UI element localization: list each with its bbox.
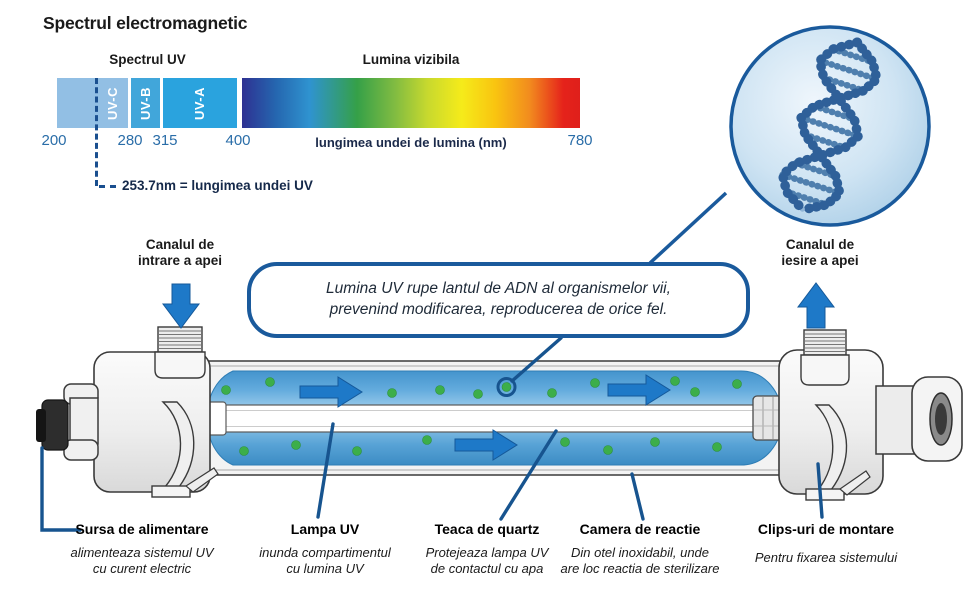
- mounting-clip-left: [151, 401, 219, 498]
- spectrum-segment-far-uv: [57, 78, 97, 128]
- outlet-port: [800, 329, 850, 386]
- part-desc: alimenteaza sistemul UV: [70, 545, 214, 560]
- uva-band-label: UV-A: [192, 86, 208, 120]
- flow-arrow-icon: [607, 374, 671, 406]
- part-desc: are loc reactia de sterilizare: [560, 560, 720, 576]
- inlet-label-line-2: intrare a apei: [137, 253, 223, 269]
- inlet-label-line-1: Canalul de: [145, 237, 215, 252]
- part-name: Clips-uri de montare: [757, 521, 895, 537]
- outlet-arrow-icon: [797, 282, 835, 329]
- part-label-mounting-clips: Clips-uri de montare Pentru fixarea sist…: [736, 521, 916, 566]
- uvc-band-label: UV-C: [105, 86, 120, 120]
- tick-315: 315: [152, 132, 178, 149]
- organism-highlight-ring: [496, 377, 517, 397]
- part-desc: inunda compartimentul: [259, 545, 391, 560]
- part-label-quartz-sleeve: Teaca de quartz Protejeaza lampa UV de c…: [402, 521, 572, 577]
- part-label-uv-lamp: Lampa UV inunda compartimentul cu lumina…: [240, 521, 410, 577]
- outlet-label: Canalul de iesire a apei: [764, 237, 876, 269]
- outlet-label-line-2: iesire a apei: [781, 253, 859, 269]
- part-desc: cu lumina UV: [286, 560, 364, 576]
- uv-wavelength-note: 253.7nm = lungimea undei UV: [122, 178, 313, 193]
- callout-line-2: prevenind modificarea, reproducerea de o…: [329, 301, 668, 318]
- uvb-band-label: UV-B: [138, 86, 153, 120]
- dna-callout-connector-line: [648, 191, 728, 265]
- callout-line-1: Lumina UV rupe lantul de ADN al organism…: [326, 280, 671, 298]
- tick-780: 780: [567, 132, 593, 149]
- uv-dna-callout-bubble: Lumina UV rupe lantul de ADN al organism…: [247, 262, 750, 338]
- power-leader-line: [40, 446, 82, 532]
- spectrum-segment-uva: UV-A: [163, 78, 237, 128]
- part-name: Camera de reactie: [579, 521, 701, 537]
- inlet-arrow-icon: [162, 283, 200, 329]
- inlet-label: Canalul de intrare a apei: [126, 237, 234, 269]
- uv-wavelength-dashed-line: [95, 78, 98, 186]
- dna-magnifier-illustration: [729, 25, 931, 227]
- wavelength-axis-label: lungimea undei de lumina (nm): [315, 135, 507, 150]
- part-name: Lampa UV: [290, 521, 360, 537]
- part-desc: Protejeaza lampa UV: [425, 545, 549, 560]
- part-label-power-supply: Sursa de alimentare alimenteaza sistemul…: [57, 521, 227, 577]
- ridged-collar: [63, 383, 99, 461]
- uv-wavelength-dash-elbow: [99, 185, 116, 188]
- flow-arrow-icon: [299, 376, 363, 408]
- uv-spectrum-label: Spectrul UV: [109, 52, 186, 67]
- lamp-leader-line: [316, 422, 335, 519]
- visible-spectrum-gradient: [242, 78, 580, 128]
- outlet-label-line-1: Canalul de: [785, 237, 855, 252]
- tick-280: 280: [117, 132, 143, 149]
- water-flow-arrows: [299, 374, 671, 461]
- part-desc: de contactul cu apa: [430, 560, 544, 576]
- visible-light-label: Lumina vizibila: [362, 52, 460, 67]
- leader-lines: [40, 336, 824, 532]
- part-name: Teaca de quartz: [434, 521, 540, 537]
- part-name: Sursa de alimentare: [75, 521, 209, 537]
- page-title: Spectrul electromagnetic: [43, 13, 248, 33]
- part-label-reaction-chamber: Camera de reactie Din otel inoxidabil, u…: [540, 521, 740, 577]
- callout-pointer-line: [510, 336, 563, 383]
- clips-leader-line: [816, 462, 824, 519]
- power-connector: [36, 399, 69, 451]
- dna-helix-icon: [777, 37, 882, 215]
- part-desc: Pentru fixarea sistemului: [754, 550, 898, 565]
- tick-400: 400: [225, 132, 251, 149]
- part-desc: cu curent electric: [92, 560, 192, 576]
- mounting-clip-right: [805, 404, 871, 501]
- spectrum-segment-uvc: UV-C: [97, 78, 128, 128]
- tick-200: 200: [41, 132, 67, 149]
- part-desc: Din otel inoxidabil, unde: [570, 545, 710, 560]
- flow-arrow-icon: [454, 429, 518, 461]
- spectrum-segment-uvb: UV-B: [131, 78, 160, 128]
- microorganism-dots: [221, 376, 742, 456]
- chamber-leader-line: [630, 472, 645, 521]
- inlet-port: [154, 326, 206, 379]
- quartz-leader-line: [499, 429, 558, 521]
